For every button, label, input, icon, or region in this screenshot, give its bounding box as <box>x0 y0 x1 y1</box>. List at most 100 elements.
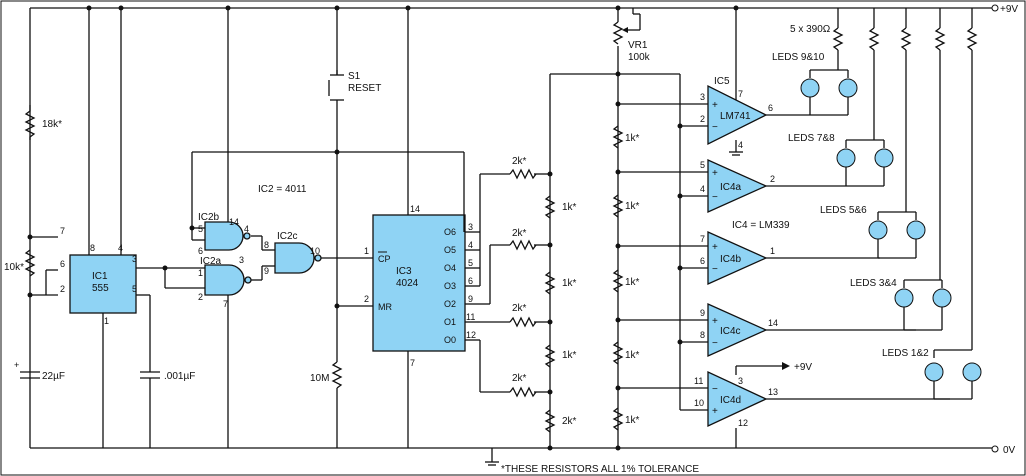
opamp-ic5 <box>707 84 768 146</box>
switch-label: RESET <box>348 83 381 94</box>
svg-text:14: 14 <box>768 318 778 328</box>
svg-text:14: 14 <box>229 217 239 227</box>
ic4b-label: IC4b <box>720 254 742 265</box>
svg-text:+: + <box>712 406 718 417</box>
comparator-ic4b <box>707 230 768 286</box>
resistor-390-3 <box>900 27 912 51</box>
ic3-out-o2: O2 <box>444 299 456 309</box>
resistor-1k-a2 <box>544 271 556 295</box>
ic5-label: IC5 <box>714 76 730 87</box>
resistor-1k-b5 <box>612 407 624 431</box>
ic2-gates-block: IC2b IC2a IC2c IC2 = 4011 14 5 6 4 1 2 3… <box>136 5 464 448</box>
svg-text:5: 5 <box>198 224 203 234</box>
svg-text:6: 6 <box>468 276 473 286</box>
ic3-name: IC3 <box>396 266 412 277</box>
resistor-2k-2 <box>509 239 537 251</box>
svg-text:6: 6 <box>60 259 65 269</box>
resistor-18k <box>24 105 36 140</box>
svg-text:4: 4 <box>738 140 743 150</box>
svg-text:1: 1 <box>198 268 203 278</box>
svg-text:−: − <box>712 122 718 133</box>
leds-7-8-label: LEDS 7&8 <box>788 133 835 144</box>
svg-text:14: 14 <box>410 204 420 214</box>
leds-9-10-label: LEDS 9&10 <box>772 52 825 63</box>
r1k-label-b2: 1k* <box>625 201 640 212</box>
resistor-390-2 <box>868 27 880 51</box>
led-icon <box>932 288 952 308</box>
ic4-part-label: IC4 = LM339 <box>732 220 790 231</box>
led-array: 5 x 390Ω LEDS 9&10 LEDS 7&8 LEDS 5&6 <box>772 8 982 400</box>
ic5-part: LM741 <box>720 111 751 122</box>
svg-text:1: 1 <box>364 246 369 256</box>
r2k-label-bottom: 2k* <box>562 416 577 427</box>
ic3-out-o6: O6 <box>444 227 456 237</box>
vplus-terminal <box>991 4 999 12</box>
ic2a-label: IC2a <box>200 256 222 267</box>
resistor-390-1 <box>832 27 844 51</box>
r2k-label-3: 2k* <box>512 303 527 314</box>
comparator-ic4c <box>707 302 768 358</box>
ic3-out-o4: O4 <box>444 263 456 273</box>
vr1-name: VR1 <box>628 40 648 51</box>
svg-text:2: 2 <box>198 292 203 302</box>
svg-text:4: 4 <box>700 184 705 194</box>
svg-text:7: 7 <box>60 226 65 236</box>
reference-divider: VR1 100k 1k* 1k* 1k* 1k* 1k* <box>612 5 651 451</box>
resistor-1k-b4 <box>612 341 624 365</box>
rail-plus-label: +9V <box>1000 4 1018 15</box>
gate-ic2b <box>204 221 244 251</box>
led-icon <box>800 78 820 98</box>
led-icon <box>894 288 914 308</box>
led-icon <box>868 220 888 240</box>
svg-text:3: 3 <box>700 92 705 102</box>
r1k-label-b5: 1k* <box>625 415 640 426</box>
svg-text:11: 11 <box>466 312 475 322</box>
svg-text:−: − <box>712 192 718 203</box>
r2k-label-4: 2k* <box>512 373 527 384</box>
resistor-2k-1 <box>509 168 537 180</box>
arrow-icon <box>782 362 790 370</box>
svg-text:7: 7 <box>410 358 415 368</box>
svg-text:−: − <box>712 338 718 349</box>
svg-text:10: 10 <box>310 246 320 256</box>
svg-text:−: − <box>712 384 718 395</box>
ic2b-label: IC2b <box>198 212 220 223</box>
ic2c-label: IC2c <box>277 231 298 242</box>
svg-text:4: 4 <box>118 243 123 253</box>
svg-text:4: 4 <box>468 240 473 250</box>
potentiometer-vr1[interactable] <box>612 21 624 45</box>
svg-text:1: 1 <box>104 316 109 326</box>
r1k-label-a3: 1k* <box>562 350 577 361</box>
ic3-out-o1: O1 <box>444 317 456 327</box>
svg-text:3: 3 <box>132 254 137 264</box>
svg-text:5: 5 <box>468 258 473 268</box>
resistor-390-5 <box>966 27 978 51</box>
ic4c-label: IC4c <box>720 326 741 337</box>
svg-text:8: 8 <box>700 330 705 340</box>
ic4d-supply-label: +9V <box>794 362 812 373</box>
resistor-10k <box>24 249 36 277</box>
svg-text:+: + <box>712 242 718 253</box>
ic3-counter-block: IC3 4024 CP MR 14 7 1 2 O6 O5 O4 O3 O2 O… <box>364 5 510 448</box>
c22uf-label: 22µF <box>42 371 65 382</box>
ic3-out-o0: O0 <box>444 335 456 345</box>
resistor-1k-a1 <box>544 195 556 219</box>
r18k-label: 18k* <box>42 119 62 130</box>
led-icon <box>836 148 856 168</box>
leds-1-2-label: LEDS 1&2 <box>882 348 929 359</box>
svg-text:7: 7 <box>223 299 228 309</box>
ic4d-label: IC4d <box>720 395 741 406</box>
r2k-label-2: 2k* <box>512 228 527 239</box>
svg-text:8: 8 <box>264 240 269 250</box>
comparator-ic4a <box>707 158 768 214</box>
ic4a-label: IC4a <box>720 182 742 193</box>
svg-text:3: 3 <box>738 376 743 386</box>
svg-text:5: 5 <box>132 284 137 294</box>
svg-text:9: 9 <box>468 294 473 304</box>
svg-text:6: 6 <box>198 246 203 256</box>
comparator-wiring: +9V <box>618 5 812 448</box>
resistor-ladder: 2k* 2k* 2k* 2k* 1k* 1k* 1k* 2k* <box>509 73 618 451</box>
leds-3-4-label: LEDS 3&4 <box>850 278 897 289</box>
